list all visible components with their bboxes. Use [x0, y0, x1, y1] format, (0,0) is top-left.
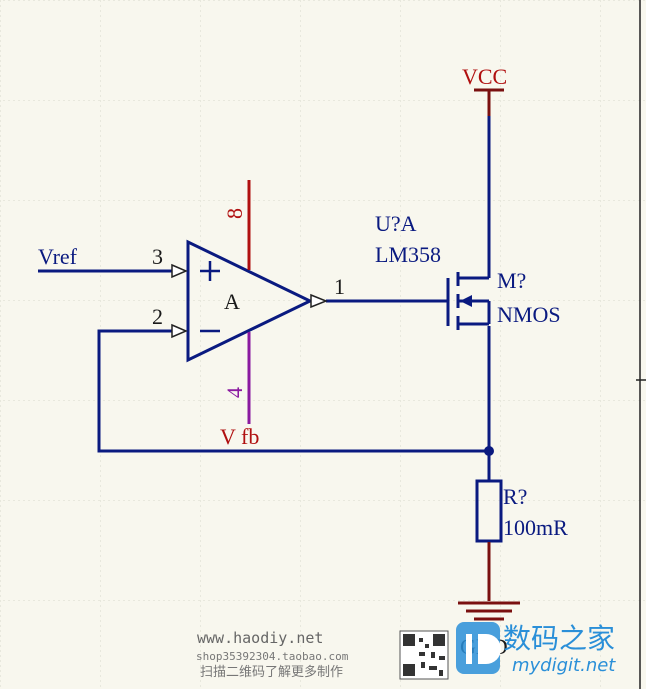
brand-logo-icon [456, 622, 501, 674]
wire-feedback [97, 329, 489, 453]
watermark-scan-note: 扫描二维码了解更多制作 [200, 664, 343, 680]
pin-2-label: 2 [152, 304, 163, 329]
pin-1-label: 1 [334, 274, 345, 299]
pin-8-label: 8 [222, 208, 247, 219]
brand-name-cn: 数码之家 [503, 622, 615, 655]
vcc-label: VCC [462, 64, 507, 89]
vref-net-label: Vref [38, 244, 78, 269]
opamp-unit-label: A [224, 289, 240, 314]
brand-name-en: mydigit.net [512, 655, 616, 676]
qr-code-icon [399, 630, 449, 680]
resistor-designator: R? [503, 484, 527, 509]
nmos-part: NMOS [497, 302, 561, 327]
watermark-shop: shop35392304.taobao.com [196, 650, 349, 663]
nmos-designator: M? [497, 268, 526, 293]
opamp-part: LM358 [375, 242, 441, 267]
resistor-symbol [475, 479, 503, 543]
vfb-net-label: V fb [220, 424, 259, 449]
junction-dot [484, 446, 494, 456]
pin-3-label: 3 [152, 244, 163, 269]
resistor-value: 100mR [503, 515, 568, 540]
opamp-designator: U?A [375, 211, 417, 236]
nmos-symbol [446, 272, 491, 330]
vcc-symbol [474, 88, 504, 116]
pin-4-label: 4 [222, 387, 247, 398]
gnd-symbol [458, 601, 520, 621]
watermark-url: www.haodiy.net [197, 629, 323, 647]
opamp-symbol [171, 239, 329, 363]
